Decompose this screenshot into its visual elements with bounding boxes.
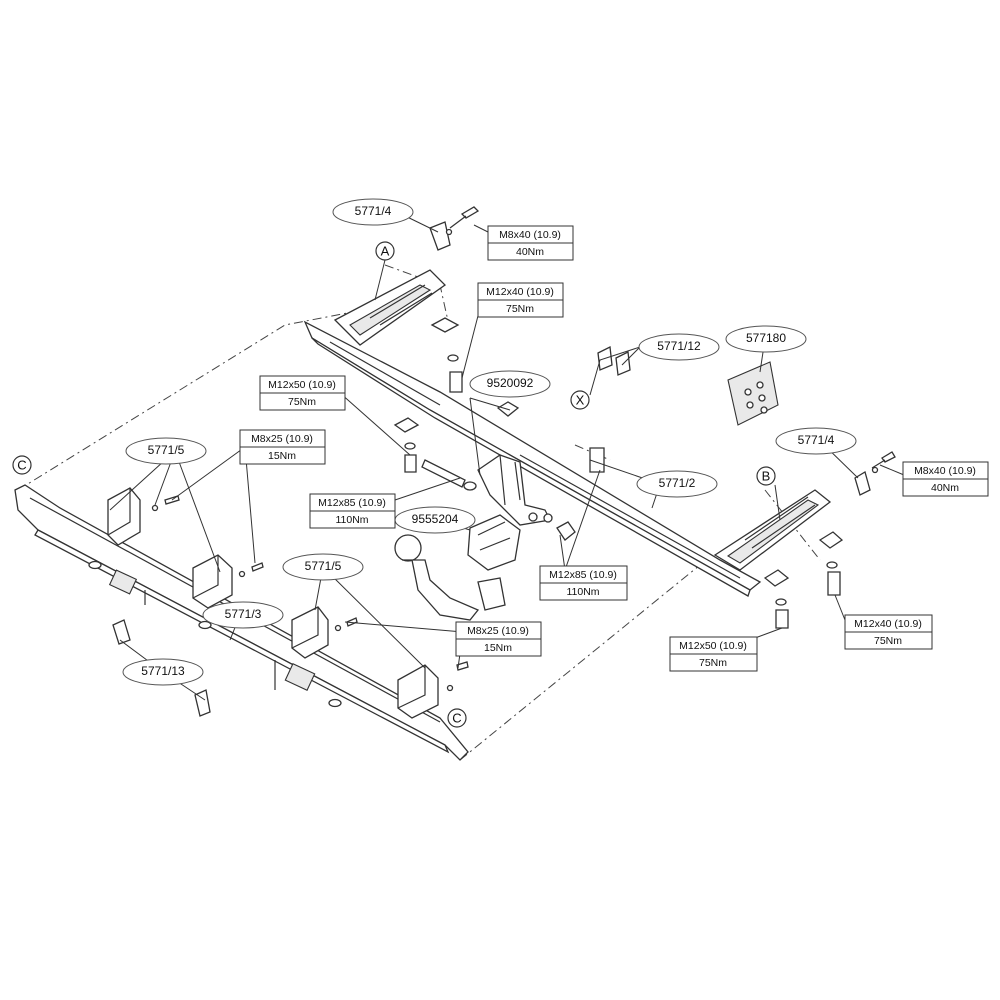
spec-m12x50-right-torque: 75Nm: [699, 657, 727, 669]
spec-m12x50-left-torque: 75Nm: [288, 396, 316, 408]
part-label-5771-4-top: 5771/4: [355, 204, 392, 218]
spec-m8x25-center-torque: 15Nm: [484, 642, 512, 654]
part-label-5771-5-left: 5771/5: [148, 443, 185, 457]
plates-and-fasteners: [112, 206, 896, 717]
spec-m8x40-right-bolt: M8x40 (10.9): [914, 465, 976, 477]
part-label-5771-13: 5771/13: [141, 664, 185, 678]
spec-m12x50-left-bolt: M12x50 (10.9): [268, 379, 336, 391]
l-brackets: [107, 487, 439, 719]
tow-ball-assembly: [394, 514, 521, 621]
spec-m12x85-left-torque: 110Nm: [335, 514, 368, 526]
part-label-5771-2: 5771/2: [659, 476, 696, 490]
circle-label-b: B: [762, 468, 771, 483]
spec-m12x40-right-torque: 75Nm: [874, 635, 902, 647]
circle-label-c-left: C: [17, 457, 26, 472]
part-label-9520092: 9520092: [487, 376, 534, 390]
part-number-labels: 5771/4 9520092 5771/12 577180 5771/4 577…: [122, 198, 857, 686]
reference-circles: A B C C X: [12, 241, 776, 728]
part-label-5771-4-right: 5771/4: [798, 433, 835, 447]
spec-m12x50-right-bolt: M12x50 (10.9): [679, 640, 747, 652]
spec-m8x25-left-torque: 15Nm: [268, 450, 296, 462]
circle-label-x: X: [576, 392, 585, 407]
spec-m8x25-left-bolt: M8x25 (10.9): [251, 433, 313, 445]
electrical-module: [727, 361, 779, 426]
part-label-5771-3: 5771/3: [225, 607, 262, 621]
circle-label-a: A: [381, 243, 390, 258]
spec-m12x40-top-bolt: M12x40 (10.9): [486, 286, 554, 298]
circle-label-c-right: C: [452, 710, 461, 725]
spec-m12x85-center-bolt: M12x85 (10.9): [549, 569, 617, 581]
part-label-577180: 577180: [746, 331, 786, 345]
spec-m8x40-top-torque: 40Nm: [516, 246, 544, 258]
main-crossbeam: [303, 269, 832, 597]
part-label-5771-12: 5771/12: [657, 339, 701, 353]
part-label-5771-5-center: 5771/5: [305, 559, 342, 573]
spec-m12x85-left-bolt: M12x85 (10.9): [318, 497, 386, 509]
spec-m12x85-center-torque: 110Nm: [566, 586, 599, 598]
spec-m8x25-center-bolt: M8x25 (10.9): [467, 625, 529, 637]
spec-m8x40-top-bolt: M8x40 (10.9): [499, 229, 561, 241]
spec-m12x40-top-torque: 75Nm: [506, 303, 534, 315]
torque-spec-boxes: M8x40 (10.9) 40Nm M12x40 (10.9) 75Nm M12…: [239, 225, 989, 672]
spec-m8x40-right-torque: 40Nm: [931, 482, 959, 494]
spec-m12x40-right-bolt: M12x40 (10.9): [854, 618, 922, 630]
part-label-9555204: 9555204: [412, 512, 459, 526]
